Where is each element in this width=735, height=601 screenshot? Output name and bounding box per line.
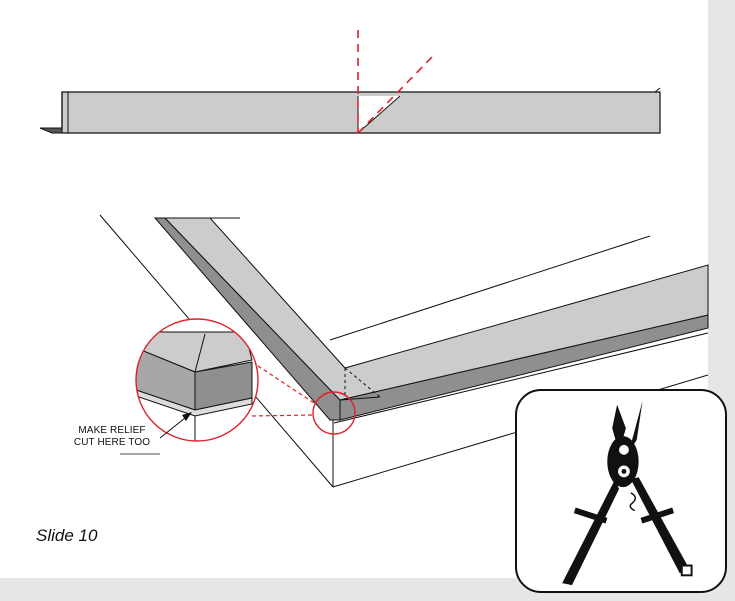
callout-line-2: CUT HERE TOO xyxy=(73,437,151,448)
detail-connector-lines xyxy=(251,361,315,417)
magnified-detail xyxy=(120,318,259,455)
relief-cut-callout: MAKE RELIEF CUT HERE TOO xyxy=(52,425,172,449)
frame-corner xyxy=(99,214,709,488)
snips-tool-icon xyxy=(562,400,693,586)
callout-line-1: MAKE RELIEF xyxy=(78,425,146,436)
slide-label: Slide 10 xyxy=(36,526,98,545)
flat-strip xyxy=(39,87,661,134)
detail-target-circle xyxy=(312,391,356,435)
cut-guide-lines xyxy=(357,30,434,134)
tool-panel xyxy=(515,389,727,593)
